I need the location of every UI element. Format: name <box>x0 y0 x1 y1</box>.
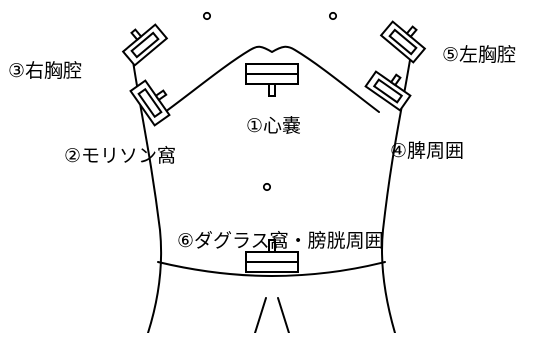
left-leg-line <box>254 297 267 334</box>
probe-right-thorax-icon <box>121 23 169 67</box>
rib-line <box>164 45 380 113</box>
probe-perisplenic-icon <box>364 70 412 112</box>
label-right-thorax: ③右胸腔 <box>8 60 83 82</box>
right-leg-line <box>277 297 290 334</box>
groin-line <box>157 261 386 277</box>
label-douglas-pouch: ⑥ダグラス窩・膀胱周囲 <box>177 230 384 252</box>
probe-pericardium-icon <box>245 63 299 97</box>
probe-left-thorax-icon <box>379 20 427 64</box>
left-nipple-dot <box>202 11 212 21</box>
label-morison-pouch: ②モリソン窩 <box>64 145 177 167</box>
probe-morison-icon <box>129 79 171 127</box>
right-nipple-dot <box>328 11 338 21</box>
probe-douglas-icon <box>245 239 299 273</box>
label-perisplenic: ④脾周囲 <box>390 140 465 162</box>
label-pericardium: ①心嚢 <box>246 115 302 137</box>
label-left-thorax: ⑤左胸腔 <box>442 44 517 66</box>
navel-dot <box>262 182 272 192</box>
